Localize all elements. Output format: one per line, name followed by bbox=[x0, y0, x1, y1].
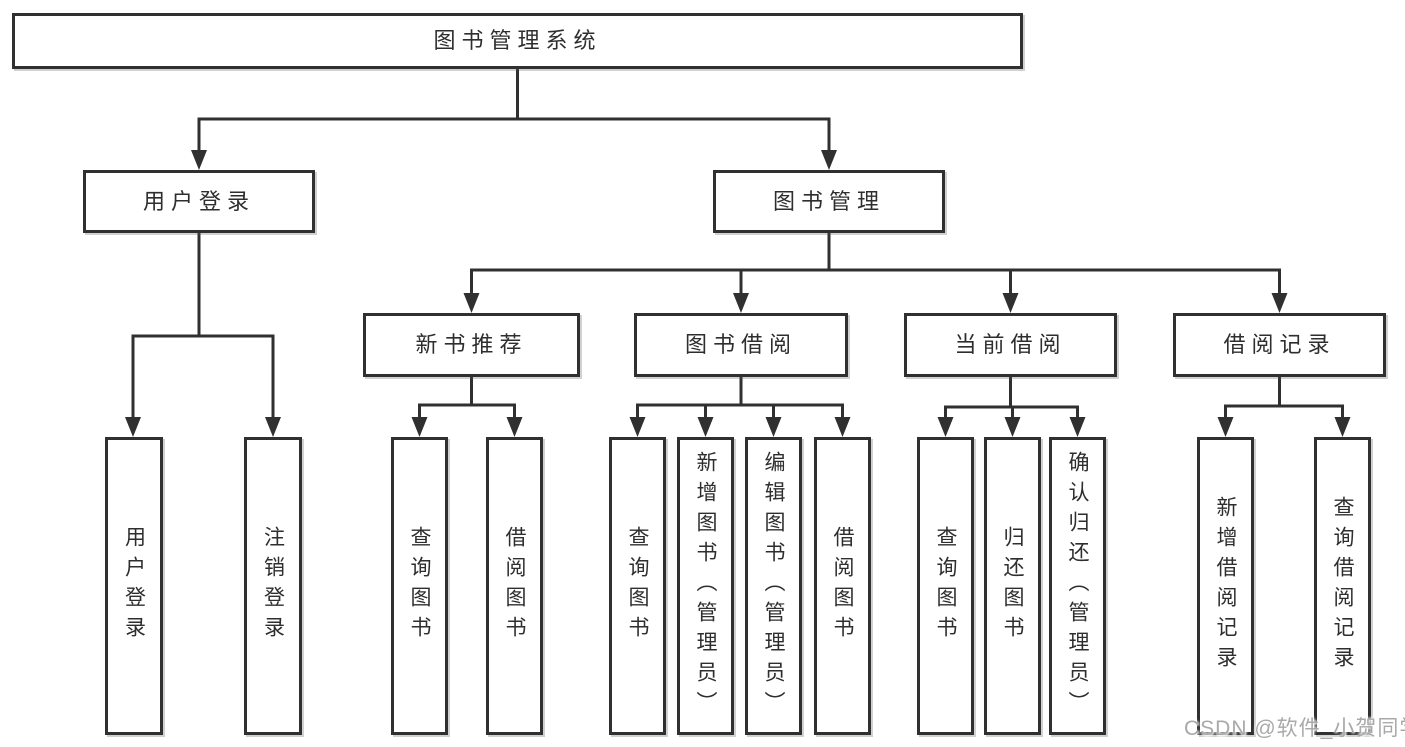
leaf-query-borrow-record: 查询借阅记录 bbox=[1314, 437, 1371, 735]
leaf-borrow-books-recommend: 借阅图书 bbox=[486, 437, 543, 735]
node-label: 新书推荐 bbox=[415, 332, 528, 357]
leaf-label: 借阅图书 bbox=[503, 526, 526, 646]
leaf-return-book: 归还图书 bbox=[984, 437, 1041, 735]
node-label: 当前借阅 bbox=[954, 332, 1067, 357]
leaf-label: 查询图书 bbox=[626, 526, 649, 646]
leaf-label: 查询借阅记录 bbox=[1331, 496, 1354, 676]
leaf-label: 查询图书 bbox=[934, 526, 957, 646]
leaf-confirm-return-admin: 确认归还（管理员） bbox=[1049, 437, 1106, 735]
leaf-label: 借阅图书 bbox=[831, 526, 854, 646]
leaf-query-books-current: 查询图书 bbox=[917, 437, 974, 735]
node-book-management-module: 图书管理 bbox=[713, 170, 945, 233]
leaf-user-login: 用户登录 bbox=[105, 437, 163, 735]
leaf-query-books-recommend: 查询图书 bbox=[391, 437, 448, 735]
leaf-label: 查询图书 bbox=[408, 526, 431, 646]
node-new-book-recommendation: 新书推荐 bbox=[363, 313, 580, 377]
leaf-label: 新增借阅记录 bbox=[1214, 496, 1237, 676]
leaf-label: 新增图书（管理员） bbox=[694, 451, 717, 721]
leaf-label: 用户登录 bbox=[122, 526, 146, 646]
node-label: 图书管理 bbox=[772, 188, 885, 214]
leaf-label: 归还图书 bbox=[1001, 526, 1024, 646]
leaf-label: 编辑图书（管理员） bbox=[762, 451, 785, 721]
node-current-borrowing: 当前借阅 bbox=[904, 313, 1117, 377]
node-label: 图书借阅 bbox=[684, 332, 797, 357]
leaf-add-book-admin: 新增图书（管理员） bbox=[677, 437, 734, 735]
leaf-label: 确认归还（管理员） bbox=[1066, 451, 1089, 721]
leaf-query-books-borrowing: 查询图书 bbox=[609, 437, 666, 735]
node-user-login-module: 用户登录 bbox=[83, 170, 315, 233]
leaf-label: 注销登录 bbox=[261, 526, 285, 646]
csdn-watermark: CSDN @软件_小贺同学 bbox=[1184, 717, 1405, 740]
node-borrowing-records: 借阅记录 bbox=[1173, 313, 1386, 377]
leaf-add-borrow-record: 新增借阅记录 bbox=[1197, 437, 1254, 735]
leaf-edit-book-admin: 编辑图书（管理员） bbox=[745, 437, 802, 735]
leaf-logout: 注销登录 bbox=[244, 437, 302, 735]
leaf-borrow-books-borrowing: 借阅图书 bbox=[814, 437, 871, 735]
node-label: 用户登录 bbox=[142, 188, 255, 214]
node-label: 借阅记录 bbox=[1223, 332, 1336, 357]
node-book-borrowing: 图书借阅 bbox=[634, 313, 848, 377]
node-library-system: 图书管理系统 bbox=[12, 13, 1023, 69]
node-label: 图书管理系统 bbox=[433, 28, 602, 53]
